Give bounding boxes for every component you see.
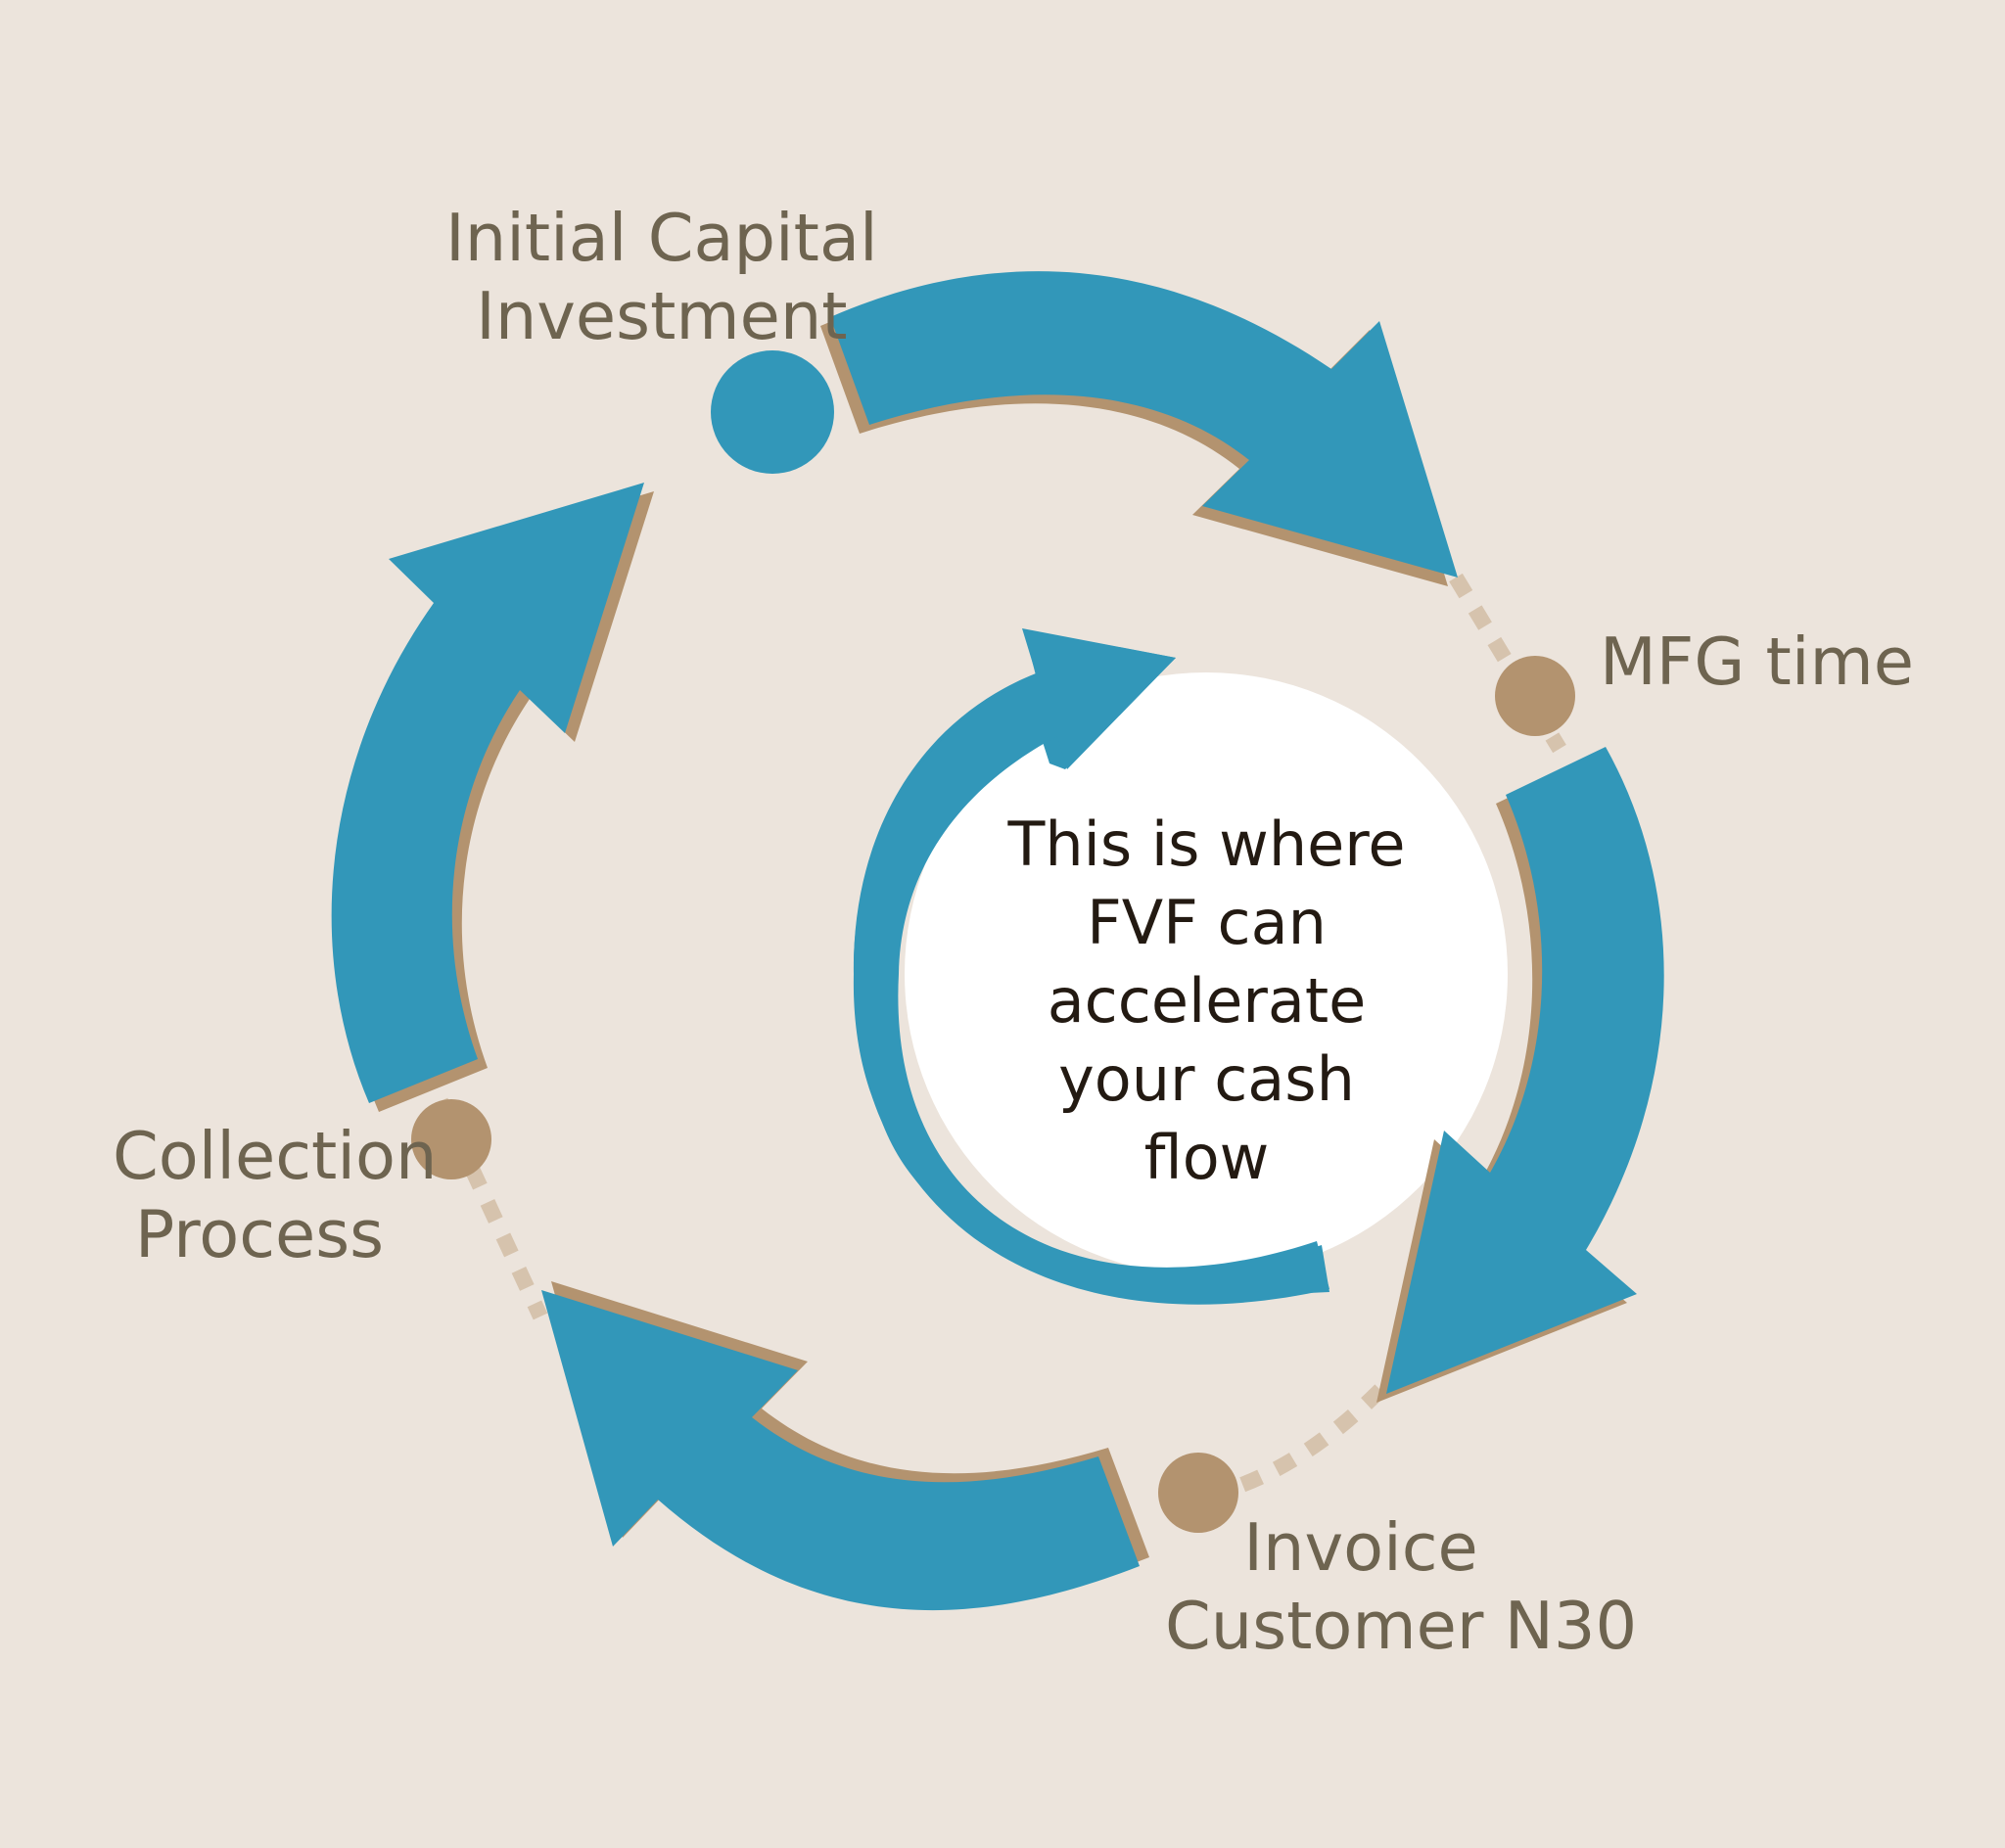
center-message-line-5: flow <box>1143 1122 1270 1193</box>
label-collection: Collection Process <box>113 1117 438 1273</box>
label-invoice: Invoice Customer N30 <box>1165 1508 1638 1665</box>
center-message: This is where FVF can accelerate your ca… <box>984 806 1429 1197</box>
node-initial-capital <box>711 350 834 474</box>
center-message-line-2: FVF can <box>1087 887 1327 958</box>
label-initial-capital-line-2: Investment <box>476 278 848 354</box>
dotted-connector-invoice <box>1216 1384 1386 1501</box>
label-mfg-time-line-1: MFG time <box>1600 624 1914 700</box>
inner-cycle-arrow <box>853 628 1329 1305</box>
arrow-collection-to-capital <box>331 483 654 1112</box>
node-collection <box>411 1099 491 1179</box>
label-invoice-line-2: Customer N30 <box>1165 1588 1638 1664</box>
center-message-line-3: accelerate <box>1047 965 1367 1037</box>
label-mfg-time: MFG time <box>1600 623 1914 701</box>
node-mfg-time <box>1495 656 1575 736</box>
center-message-line-4: your cash <box>1058 1043 1355 1115</box>
label-collection-line-1: Collection <box>113 1118 438 1194</box>
center-message-line-1: This is where <box>1007 808 1406 880</box>
label-invoice-line-1: Invoice <box>1243 1509 1478 1586</box>
arrow-capital-to-mfg <box>820 271 1458 586</box>
arrow-mfg-to-invoice <box>1376 747 1664 1403</box>
label-initial-capital-line-1: Initial Capital <box>445 200 878 276</box>
node-invoice <box>1158 1453 1238 1533</box>
arrow-invoice-to-collection <box>541 1281 1149 1611</box>
label-initial-capital: Initial Capital Investment <box>445 199 878 355</box>
label-collection-line-2: Process <box>134 1196 385 1272</box>
center-circle <box>905 672 1508 1275</box>
